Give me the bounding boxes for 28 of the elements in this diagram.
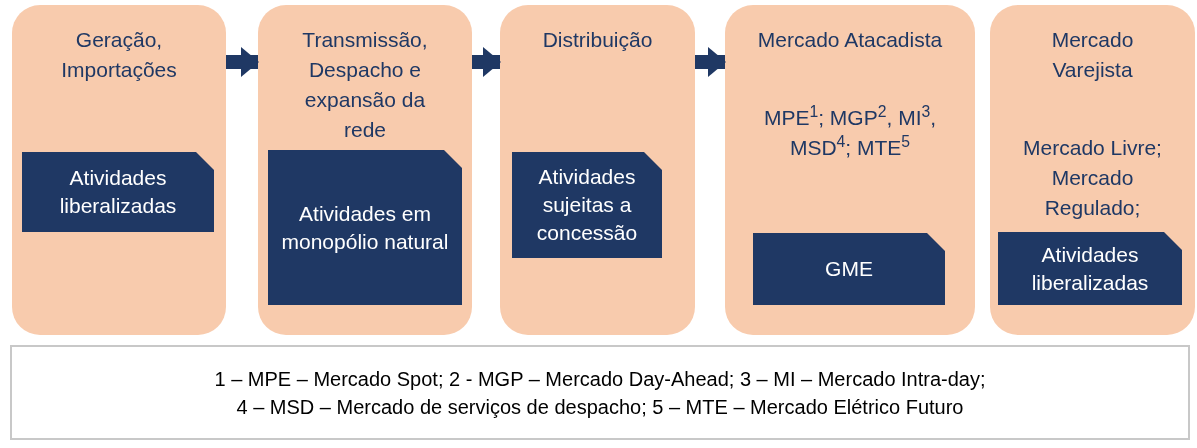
activity-box: [268, 150, 462, 305]
panel-heading: Distribuição: [542, 27, 653, 53]
panel-body-text: Mercado Livre; Mercado Regulado;: [1022, 135, 1163, 221]
activity-label: Atividades liberalizadas: [58, 165, 178, 219]
stage-panel: [258, 5, 472, 335]
flow-arrow: [226, 47, 259, 77]
panel-heading: Transmissão, Despacho e expansão da rede: [301, 27, 429, 143]
activity-box: [753, 233, 945, 305]
panel-heading: Mercado Varejista: [1050, 27, 1135, 83]
stage-panel: [725, 5, 975, 335]
panel-heading: Geração, Importações: [60, 27, 178, 83]
footnote-box: [10, 345, 1190, 440]
flow-arrow: [472, 47, 501, 77]
stage-panel: [990, 5, 1195, 335]
flow-arrow: [695, 47, 726, 77]
activity-box: [22, 152, 214, 232]
activity-label: GME: [825, 256, 873, 282]
activity-label: Atividades liberalizadas: [1030, 241, 1150, 296]
stage-panel: [12, 5, 226, 335]
panel-body-text: MPE$^{1}$; MGP$^{2}$, MI$^{3}$, MSD$^{4}$; MTE$^{5}$: [762, 103, 938, 161]
panel-heading: Mercado Atacadista: [757, 27, 943, 53]
activity-box: [512, 152, 662, 258]
footnote-text: 1 – MPE – Mercado Spot; 2 - MGP – Mercado Day-Ahead; 3 – MI – Mercado Intra-day;: [214, 366, 986, 392]
activity-box: [998, 232, 1182, 305]
activity-label: Atividades sujeitas a concessão: [535, 164, 639, 246]
footnote-text: 4 – MSD – Mercado de serviços de despacho; 5 – MTE – Mercado Elétrico Futuro: [236, 394, 964, 420]
activity-label: Atividades em monopólio natural: [280, 200, 450, 255]
stage-panel: [500, 5, 695, 335]
